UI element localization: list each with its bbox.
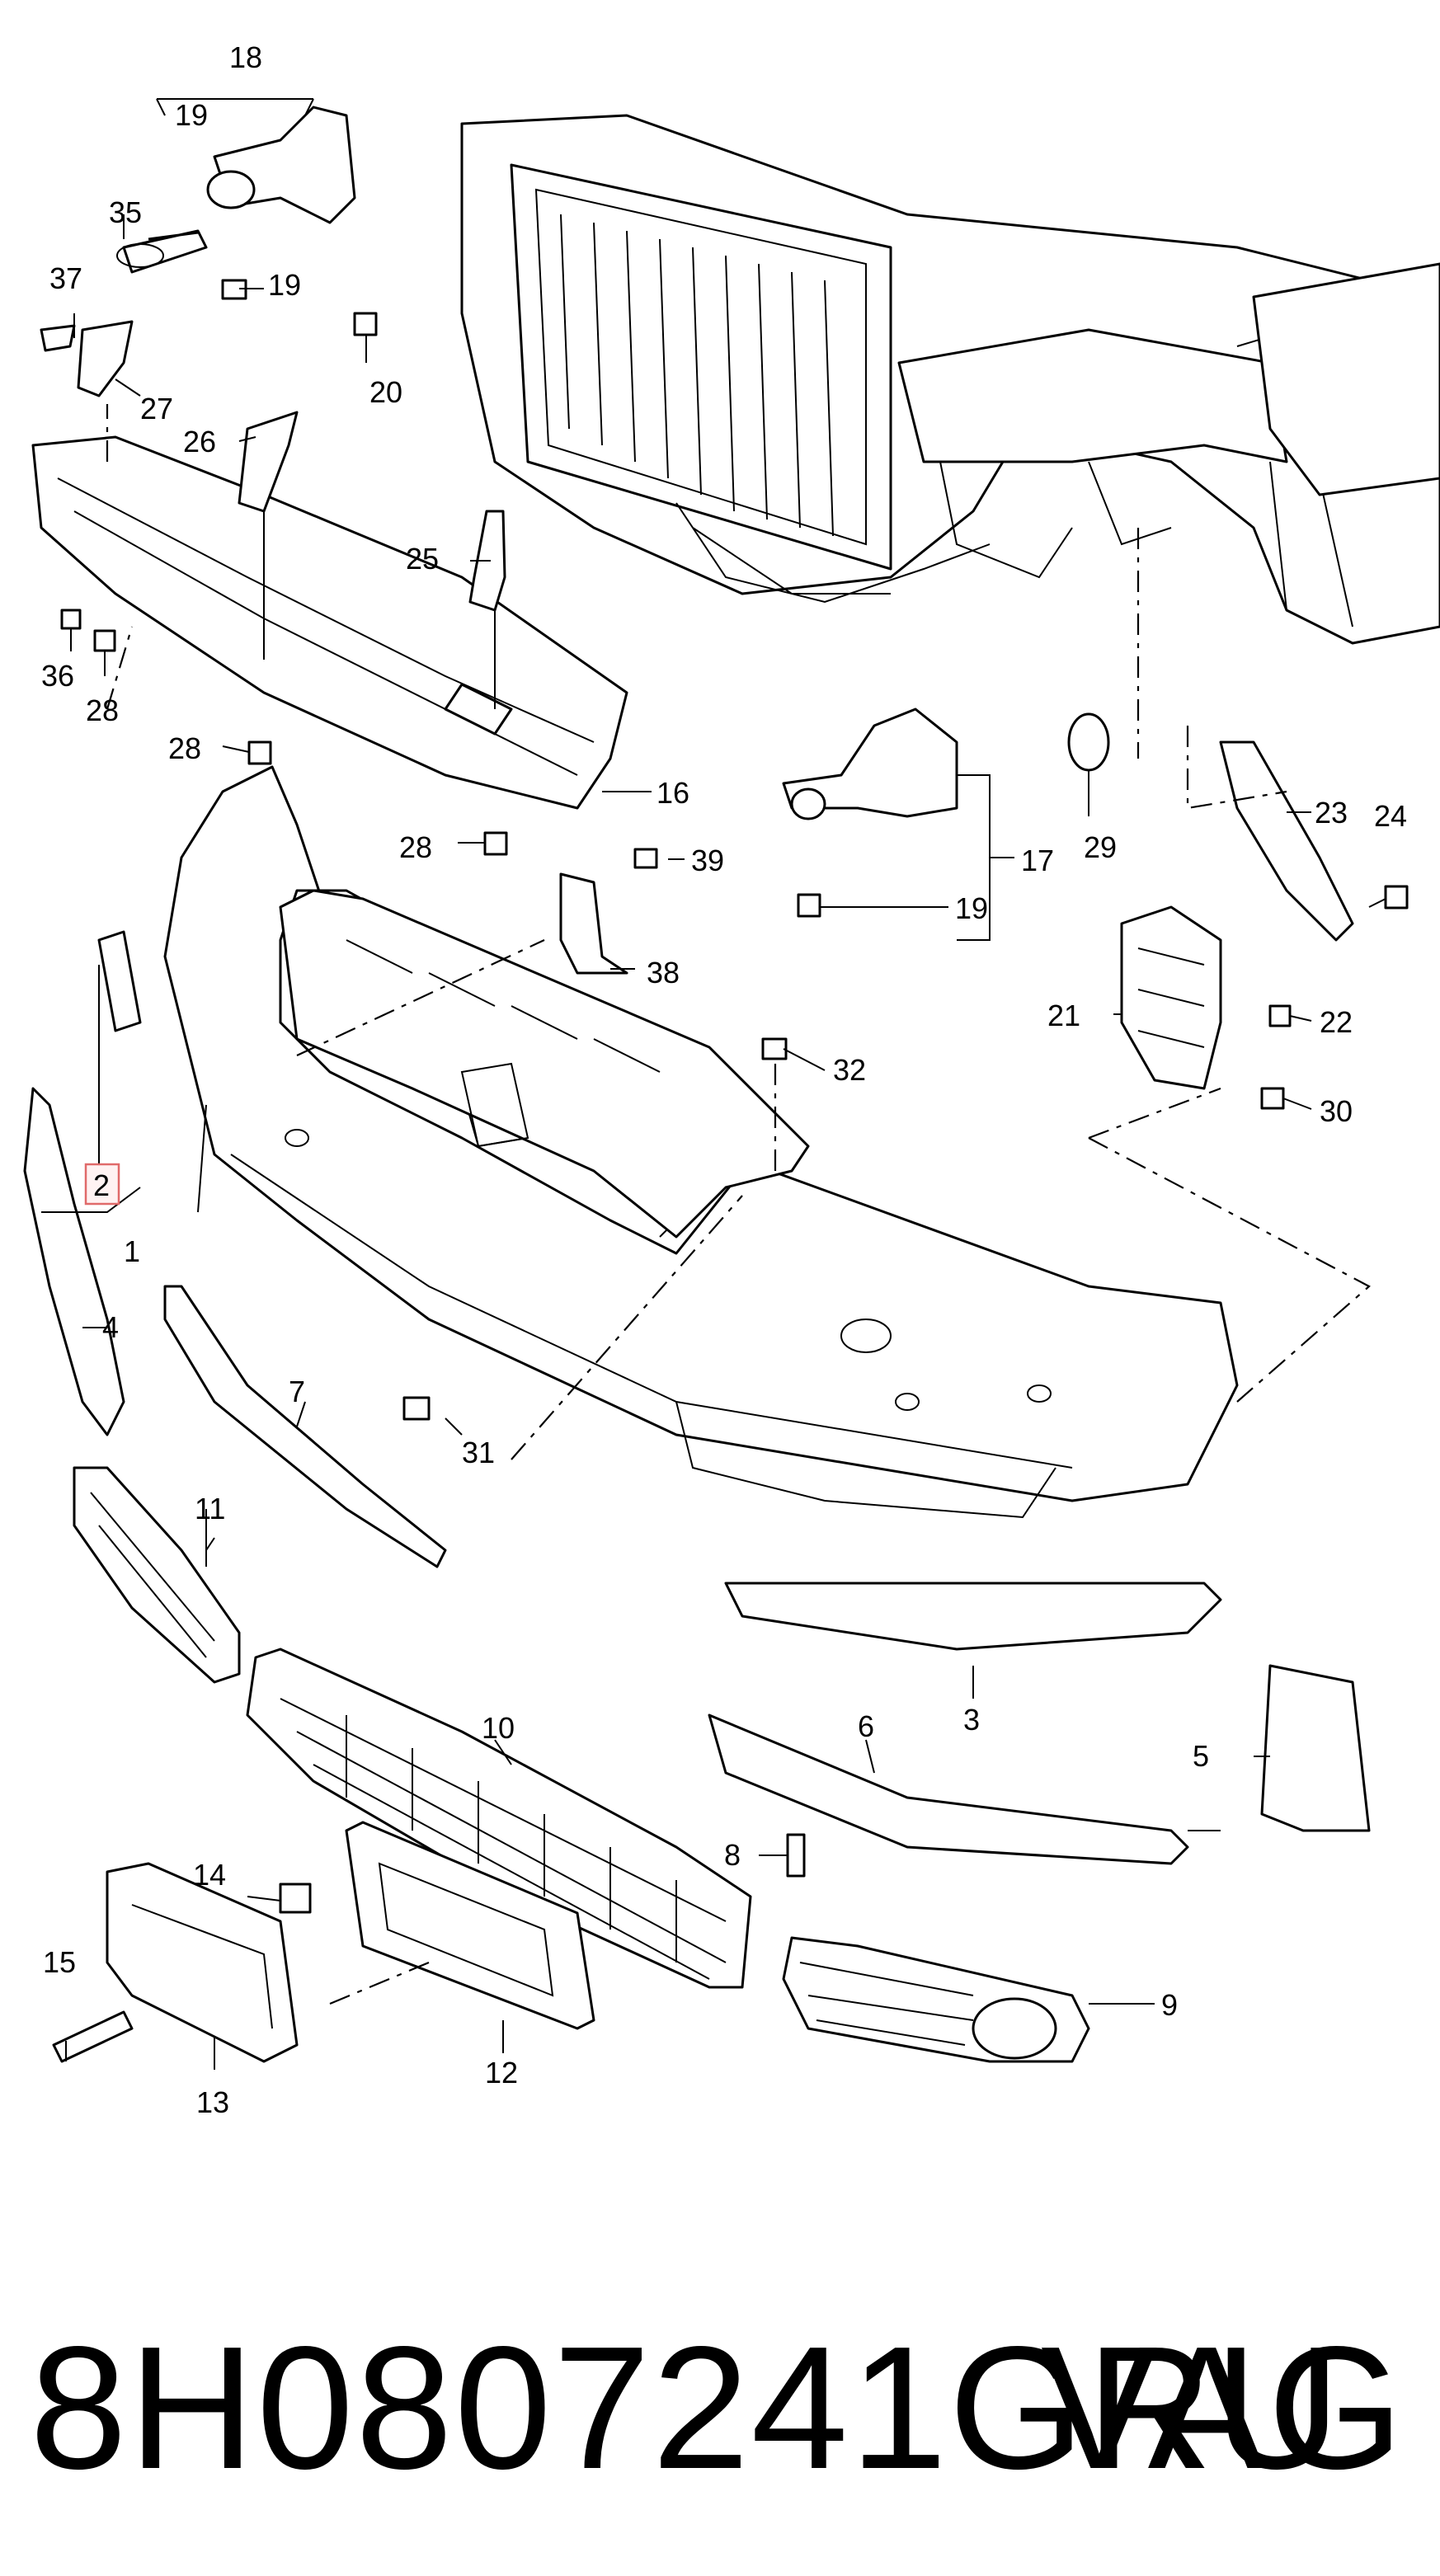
callout-39: 39 [691, 844, 724, 877]
trim-3 [724, 1582, 1222, 1651]
callout-12: 12 [485, 2056, 518, 2089]
clip-14 [279, 1883, 312, 1914]
callout-23: 23 [1315, 796, 1348, 830]
strip-7 [163, 1285, 447, 1568]
screw-39 [633, 848, 658, 869]
callout-28: 28 [86, 693, 119, 727]
callout-19: 19 [268, 268, 301, 302]
part-number: 8H0807241GRU [30, 2310, 1343, 2505]
tow-eye-35 [122, 229, 208, 274]
callout-27: 27 [140, 392, 173, 425]
small-brackets [40, 106, 506, 612]
callout-15: 15 [43, 1945, 76, 1979]
callout-24: 24 [1374, 799, 1407, 833]
highlight-box-2 [84, 1163, 120, 1206]
callout-4: 4 [102, 1310, 119, 1344]
gasket-29 [1067, 712, 1110, 772]
screw-22 [1268, 1004, 1292, 1027]
callout-6: 6 [858, 1709, 874, 1743]
rivet-8 [786, 1833, 806, 1878]
callout-35: 35 [109, 195, 142, 229]
callout-31: 31 [462, 1436, 495, 1469]
callout-37: 37 [49, 261, 82, 295]
bracket-23 [1219, 740, 1354, 942]
tow-socket [206, 170, 256, 209]
callout-29: 29 [1084, 830, 1117, 864]
bracket-17 [782, 707, 958, 818]
callout-21: 21 [1047, 999, 1080, 1032]
clip-31 [402, 1396, 431, 1421]
callout-30: 30 [1320, 1094, 1353, 1128]
callout-18: 18 [229, 40, 262, 74]
grilles [73, 1466, 1090, 2063]
brand-label: VAG [1041, 2310, 1407, 2505]
bracket-38 [559, 872, 628, 975]
clip-32 [761, 1037, 788, 1060]
bracket-27 [77, 320, 134, 397]
screw-15 [52, 2010, 134, 2063]
callout-38: 38 [647, 956, 680, 990]
callout-36: 36 [41, 659, 74, 693]
clip-37 [40, 324, 76, 352]
callout-19: 19 [175, 98, 208, 132]
callout-8: 8 [724, 1838, 741, 1872]
callout-22: 22 [1320, 1005, 1353, 1039]
callout-20: 20 [369, 375, 402, 409]
callout-7: 7 [289, 1375, 305, 1408]
screw-19c [797, 893, 821, 918]
nut-28a [93, 629, 116, 652]
callout-16: 16 [656, 776, 689, 810]
callout-1: 1 [124, 1234, 140, 1268]
trim-strips [23, 930, 1371, 1865]
nut-28c [483, 831, 508, 856]
callout-32: 32 [833, 1053, 866, 1087]
callout-14: 14 [193, 1858, 226, 1892]
footer: 8H0807241GRU VAG [0, 2301, 1440, 2515]
alignment-lines [106, 404, 1371, 2005]
callout-11: 11 [195, 1492, 225, 1525]
grille-carrier [279, 889, 810, 1239]
callout-3: 3 [963, 1703, 980, 1737]
callout-17: 17 [1021, 844, 1054, 877]
strip-6 [708, 1713, 1189, 1865]
screw-20 [353, 312, 378, 336]
bracket-26 [238, 411, 299, 513]
callout-26: 26 [183, 425, 216, 458]
kit-5 [1260, 1664, 1371, 1832]
trim-4 [23, 1087, 125, 1436]
callout-labels: 18 19 35 19 37 20 27 26 25 36 28 28 16 2… [41, 40, 1407, 2119]
nut-28b [247, 740, 272, 765]
callout-25: 25 [406, 542, 439, 576]
side-brackets [559, 707, 1354, 1090]
car-front-body [460, 114, 1440, 645]
screw-30 [1260, 1087, 1285, 1110]
callout-2: 2 [93, 1168, 110, 1202]
callout-9: 9 [1161, 1988, 1178, 2022]
callout-5: 5 [1193, 1739, 1209, 1773]
cap-2 [97, 930, 142, 1032]
screw-24 [1384, 885, 1409, 910]
screw-36 [60, 609, 82, 630]
callout-13: 13 [196, 2085, 229, 2119]
plate-brackets [106, 1821, 595, 2063]
callout-28: 28 [399, 830, 432, 864]
callout-19: 19 [955, 891, 988, 925]
impact-bar [31, 435, 628, 810]
exploded-parts-diagram: 18 19 35 19 37 20 27 26 25 36 28 28 16 2… [23, 40, 1440, 2119]
callout-28: 28 [168, 731, 201, 765]
callout-10: 10 [482, 1711, 515, 1745]
fasteners [52, 279, 1409, 2063]
